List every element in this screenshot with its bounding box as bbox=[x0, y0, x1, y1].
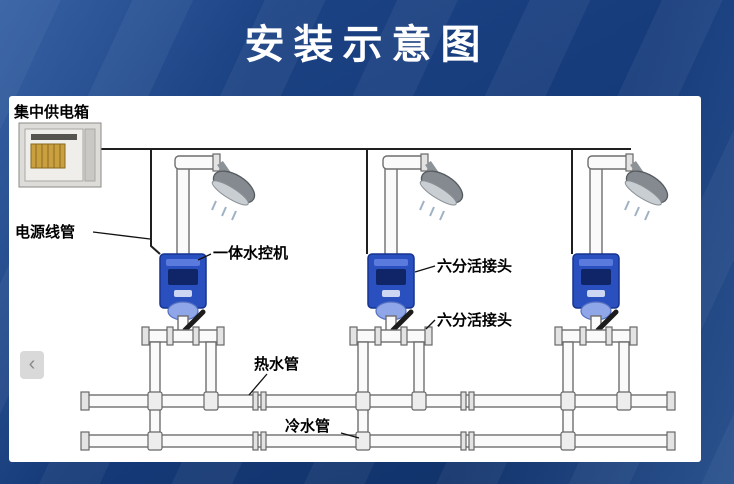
diagram-panel: 集中供电箱 电源线管 一体水控机 六分活接头 六分活接头 热水管 冷水管 bbox=[9, 96, 701, 462]
label-union-joint-upper: 六分活接头 bbox=[437, 257, 512, 275]
hot-water-main-pipe bbox=[80, 391, 676, 411]
cold-water-main-pipe bbox=[80, 431, 676, 451]
carousel-prev-button[interactable]: ‹ bbox=[20, 351, 44, 379]
label-cold-water-pipe: 冷水管 bbox=[285, 417, 330, 435]
label-hot-water-pipe: 热水管 bbox=[254, 355, 299, 373]
installation-diagram: 集中供电箱 电源线管 一体水控机 六分活接头 六分活接头 热水管 冷水管 bbox=[13, 103, 701, 451]
page-title: 安装示意图 bbox=[244, 23, 490, 67]
label-leader-lines bbox=[92, 231, 436, 439]
label-power-box: 集中供电箱 bbox=[13, 103, 89, 121]
label-power-conduit: 电源线管 bbox=[15, 223, 75, 241]
power-conduit-lines bbox=[101, 148, 631, 255]
pipe-tee-fittings bbox=[147, 391, 632, 451]
label-water-controller: 一体水控机 bbox=[213, 244, 288, 262]
label-union-joint-lower: 六分活接头 bbox=[437, 311, 512, 329]
power-box-image bbox=[18, 122, 102, 188]
